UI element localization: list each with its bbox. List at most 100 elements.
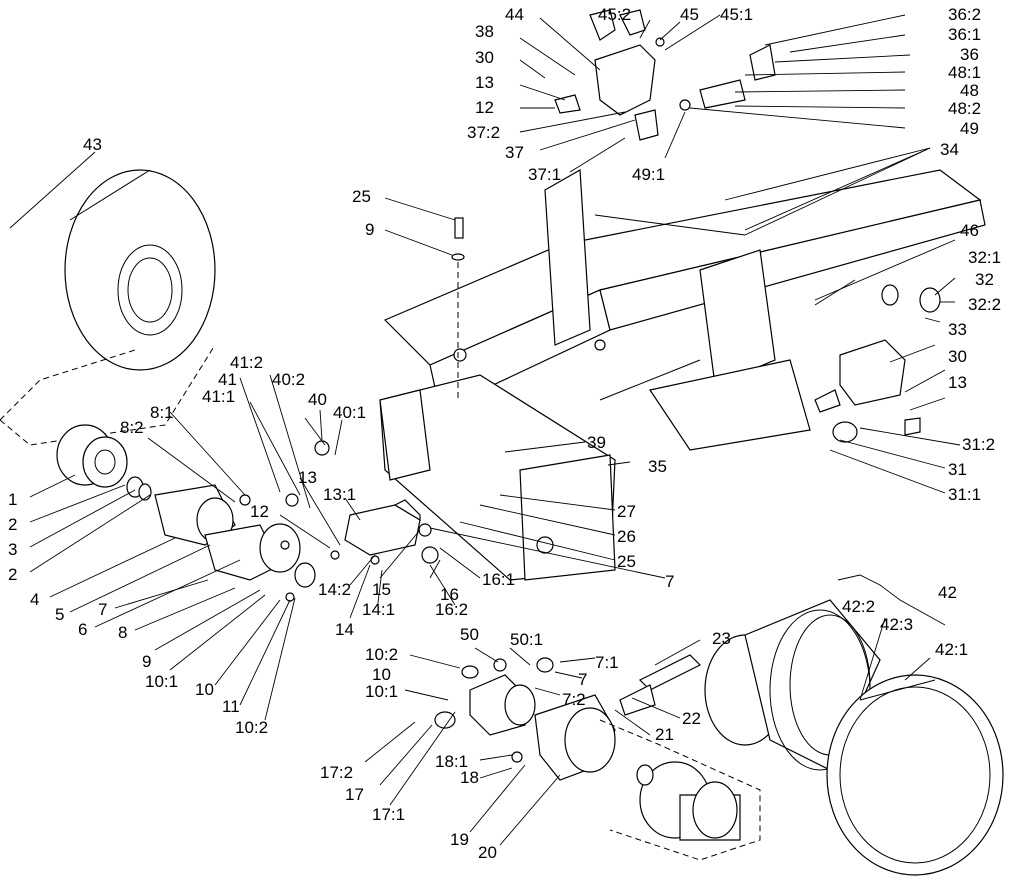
callout-label: 13 — [475, 73, 494, 92]
callout-label: 22 — [682, 709, 701, 728]
callout-label: 49:1 — [632, 165, 665, 184]
callout-label: 17:1 — [372, 805, 405, 824]
callout-label: 17 — [345, 785, 364, 804]
callout-label: 45:2 — [598, 5, 631, 24]
callout-label: 37:2 — [467, 123, 500, 142]
callout-label: 10 — [372, 665, 391, 684]
callout-label: 12 — [250, 502, 269, 521]
callout-label: 33 — [948, 320, 967, 339]
callout-label: 40 — [308, 390, 327, 409]
callout-label: 10 — [195, 680, 214, 699]
callout-label: 8 — [118, 623, 127, 642]
callout-label: 31 — [948, 460, 967, 479]
callout-label: 27 — [617, 502, 636, 521]
callout-label: 48 — [960, 81, 979, 100]
callout-label: 30 — [948, 347, 967, 366]
callout-label: 32 — [975, 270, 994, 289]
callout-label: 41 — [218, 370, 237, 389]
right-tire — [826, 674, 1004, 876]
bracket-42 — [837, 574, 946, 626]
callout-label: 32:1 — [968, 248, 1001, 267]
bolt-25 — [451, 217, 465, 400]
callout-label: 42:2 — [842, 597, 875, 616]
callout-label: 45 — [680, 5, 699, 24]
callout-label: 21 — [655, 725, 674, 744]
callout-label: 1 — [8, 490, 17, 509]
callout-label: 2 — [8, 565, 17, 584]
callout-label: 36 — [960, 45, 979, 64]
callout-label: 35 — [648, 457, 667, 476]
callout-label: 18 — [460, 768, 479, 787]
callout-label: 30 — [475, 48, 494, 67]
callout-label: 2 — [8, 515, 17, 534]
center-valve — [285, 440, 439, 565]
callout-label: 25 — [352, 187, 371, 206]
callout-label: 16:2 — [435, 600, 468, 619]
callout-label: 50 — [460, 625, 479, 644]
right-valve — [814, 279, 941, 443]
callout-label: 14:2 — [318, 580, 351, 599]
left-tire-guide — [0, 344, 216, 446]
callout-label: 49 — [960, 119, 979, 138]
callout-label: 7 — [578, 670, 587, 689]
callout-label: 48:1 — [948, 63, 981, 82]
callout-label: 37 — [505, 143, 524, 162]
callout-label: 13:1 — [323, 485, 356, 504]
callout-label: 16 — [440, 585, 459, 604]
callout-label: 26 — [617, 527, 636, 546]
callout-label: 42:3 — [880, 615, 913, 634]
callout-label: 20 — [478, 843, 497, 862]
callout-label: 9 — [142, 652, 151, 671]
callout-label: 46 — [960, 221, 979, 240]
callout-label: 11 — [222, 697, 240, 716]
leader-lines — [9, 14, 961, 846]
callout-label: 40:1 — [333, 403, 366, 422]
callout-label: 4 — [30, 590, 39, 609]
callout-label: 18:1 — [435, 752, 468, 771]
callout-label: 44 — [505, 5, 524, 24]
callout-label: 39 — [587, 433, 606, 452]
callout-label: 41:2 — [230, 353, 263, 372]
callout-label: 40:2 — [272, 370, 305, 389]
callout-label: 36:2 — [948, 5, 981, 24]
callout-label: 10:2 — [365, 645, 398, 664]
callout-label: 41:1 — [202, 387, 235, 406]
callout-label: 17:2 — [320, 763, 353, 782]
callout-label: 14:1 — [362, 600, 395, 619]
callout-label: 42 — [938, 583, 957, 602]
callout-label: 23 — [712, 629, 731, 648]
callout-label: 42:1 — [935, 640, 968, 659]
callout-label: 10:2 — [235, 718, 268, 737]
callout-label: 5 — [55, 605, 64, 624]
callout-label: 43 — [83, 135, 102, 154]
callout-label: 12 — [475, 98, 494, 117]
callout-label: 7:2 — [562, 690, 586, 709]
lower-motor-guide — [599, 719, 761, 861]
callout-label: 45:1 — [720, 5, 753, 24]
callout-label: 32:2 — [968, 295, 1001, 314]
callout-label: 7 — [665, 572, 674, 591]
callout-label: 34 — [940, 140, 959, 159]
callout-label: 10:1 — [365, 682, 398, 701]
chassis-frame — [379, 169, 986, 581]
callout-label: 25 — [617, 552, 636, 571]
left-tire — [64, 169, 216, 371]
callout-label: 8:2 — [120, 418, 144, 437]
callout-label: 9 — [365, 220, 374, 239]
callout-label: 7:1 — [595, 653, 619, 672]
callout-label: 36:1 — [948, 25, 981, 44]
callout-label: 38 — [475, 22, 494, 41]
callout-label: 13 — [948, 373, 967, 392]
callout-label: 10:1 — [145, 672, 178, 691]
left-gearbox — [154, 484, 340, 602]
callout-labels: 1 2 3 2 4 5 6 7 8 9 10:1 10 11 10:2 8:2 … — [8, 5, 1001, 862]
callout-label: 8:1 — [150, 403, 174, 422]
callout-label: 16:1 — [482, 570, 515, 589]
callout-label: 37:1 — [528, 165, 561, 184]
callout-label: 50:1 — [510, 630, 543, 649]
top-valve — [554, 9, 776, 141]
callout-label: 15 — [372, 580, 391, 599]
callout-label: 31:1 — [948, 485, 981, 504]
callout-label: 3 — [8, 540, 17, 559]
